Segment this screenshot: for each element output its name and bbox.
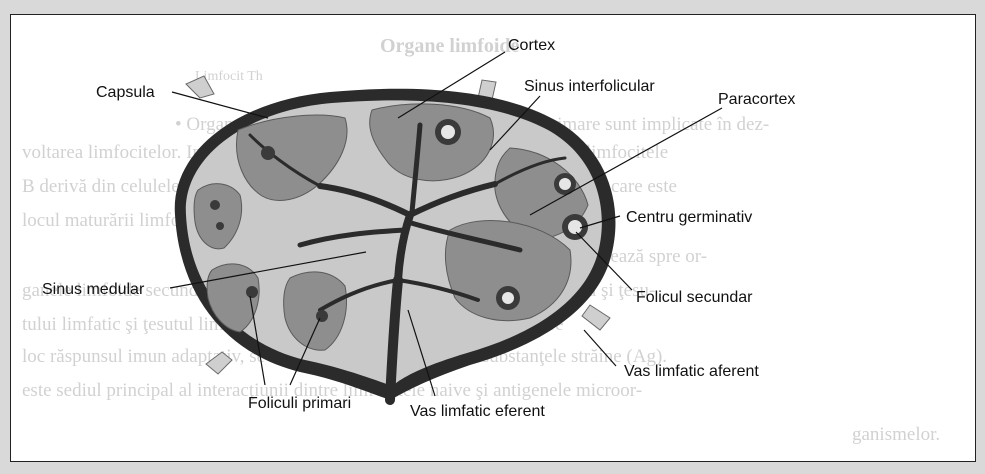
primary-follicle: [246, 286, 258, 298]
label-cortex: Cortex: [508, 37, 555, 54]
background-heading: Organe limfoide: [380, 35, 520, 57]
germinal-center: [568, 220, 582, 234]
label-sinus-medular: Sinus medular: [42, 281, 145, 298]
germinal-center: [441, 125, 455, 139]
label-sinus-interfolicular: Sinus interfolicular: [524, 78, 655, 95]
label-vas-limfatic-aferent: Vas limfatic aferent: [624, 363, 759, 380]
label-centru-germinativ: Centru germinativ: [626, 209, 752, 226]
label-vas-limfatic-eferent: Vas limfatic eferent: [410, 403, 545, 420]
secondary-follicle: [496, 286, 520, 310]
label-foliculi-primari: Foliculi primari: [248, 395, 351, 412]
primary-follicle: [210, 200, 220, 210]
primary-follicle: [216, 222, 224, 230]
germinal-center: [559, 178, 571, 190]
label-capsula: Capsula: [96, 84, 155, 101]
primary-follicle: [261, 146, 275, 160]
label-folicul-secundar: Folicul secundar: [636, 289, 753, 306]
label-paracortex: Paracortex: [718, 91, 795, 108]
primary-follicle: [316, 310, 328, 322]
background-line-10: ganismelor.: [852, 424, 940, 445]
germinal-center: [502, 292, 514, 304]
secondary-follicle: [435, 119, 461, 145]
